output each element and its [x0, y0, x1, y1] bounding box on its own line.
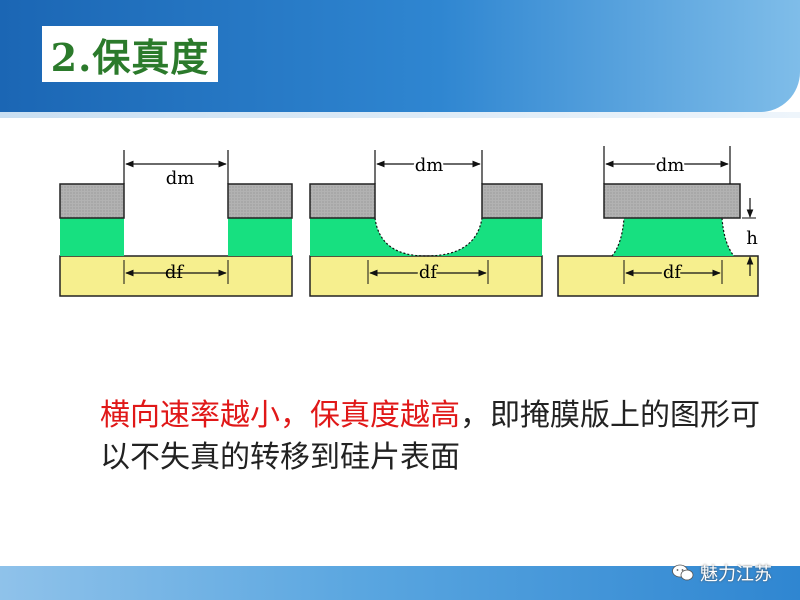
watermark-text: 魅力江苏	[700, 564, 772, 585]
watermark: 魅力江苏	[672, 560, 772, 586]
dm-label: dm	[656, 155, 685, 176]
mask-right	[227, 183, 293, 219]
df-label: df	[165, 262, 185, 283]
title-box: 2.保真度	[42, 26, 218, 82]
caption-text: 横向速率越小，保真度越高，即掩膜版上的图形可以不失真的转移到硅片表面	[100, 395, 780, 479]
mask-left	[309, 183, 376, 219]
footer-bar	[0, 566, 800, 600]
h-label: h	[746, 228, 758, 249]
dm-label: dm	[415, 155, 444, 176]
etch-fidelity-diagram: dm df dm df dm df h	[59, 146, 760, 297]
substrate-layer	[557, 255, 759, 297]
caption-red-part1: 横向速率越小，	[100, 398, 310, 433]
mask-block	[603, 183, 741, 219]
caption-red-part2: 保真度越高	[310, 398, 460, 433]
slide-title: 2.保真度	[50, 34, 210, 80]
mask-left	[59, 183, 125, 219]
dm-label: dm	[166, 168, 195, 189]
panel-undercut-etch: dm df h	[557, 146, 760, 297]
film-right	[228, 218, 292, 256]
df-label: df	[419, 262, 439, 283]
mask-right	[481, 183, 543, 219]
panel-isotropic-etch: dm df	[309, 150, 543, 297]
wechat-icon	[672, 564, 694, 581]
film-etched	[310, 218, 542, 256]
df-label: df	[663, 262, 683, 283]
panel-ideal-etch: dm df	[59, 150, 293, 297]
film-left	[60, 218, 124, 256]
caption-black-part: ，即掩膜版上的图形可以不失真的转移到硅片表面	[100, 398, 760, 475]
film-pillar	[612, 218, 734, 256]
